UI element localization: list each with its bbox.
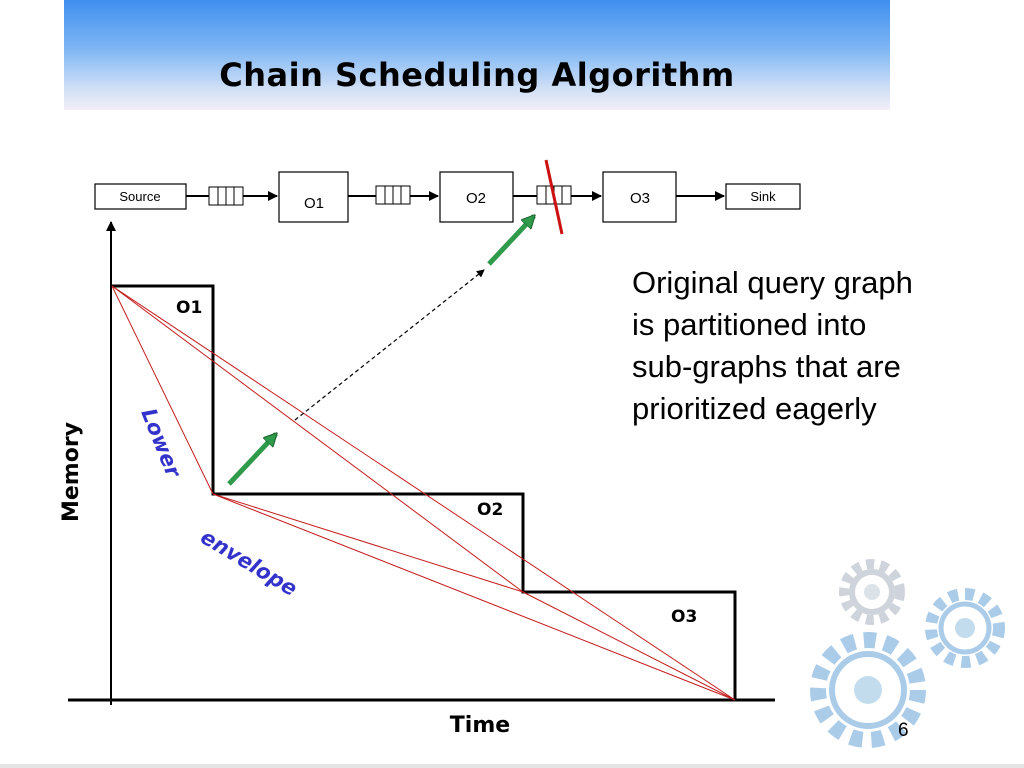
staircase-line [112, 284, 737, 700]
footer-divider [0, 764, 1024, 768]
op3-label: O3 [630, 190, 650, 207]
slope-line [522, 591, 736, 701]
op2-box [439, 171, 514, 223]
slope-line [212, 493, 524, 593]
gears-icon [810, 559, 1005, 748]
step-label-o2: O2 [477, 500, 503, 520]
source-box [94, 183, 187, 210]
sink-label: Sink [750, 189, 776, 204]
pipeline: Source O1 O2 O3 [94, 159, 801, 235]
green-arrow-icon [227, 434, 276, 486]
slope-line [111, 285, 524, 593]
slope-lines [111, 285, 736, 701]
step-label-o3: O3 [671, 607, 697, 627]
y-axis-label: Memory [59, 422, 84, 522]
memory-staircase: O1 O2 O3 [112, 284, 737, 700]
envelope-label-lower: Lower [136, 405, 186, 482]
slope-line [111, 285, 736, 701]
sink-box [725, 183, 801, 210]
source-label: Source [119, 189, 160, 204]
partition-cut-line [544, 159, 564, 235]
slide-title: Chain Scheduling Algorithm [219, 56, 735, 94]
dashed-arrow [294, 269, 485, 421]
page-number: 6 [898, 720, 909, 741]
slope-line [111, 285, 214, 495]
green-arrow-icon [487, 216, 534, 266]
op2-label: O2 [466, 190, 486, 207]
description-text: Original query graph is partitioned into… [632, 265, 913, 426]
queue-icon [208, 186, 244, 206]
axes: Memory Time [59, 221, 775, 738]
queue-icon [375, 185, 411, 205]
x-axis-label: Time [450, 713, 510, 738]
slope-line [212, 493, 736, 701]
title-band: Chain Scheduling Algorithm [64, 0, 890, 110]
op3-box [602, 171, 677, 223]
op1-label: O1 [304, 195, 324, 212]
step-label-o1: O1 [176, 298, 202, 318]
envelope-label-envelope: envelope [196, 525, 301, 601]
op1-box [278, 171, 349, 223]
